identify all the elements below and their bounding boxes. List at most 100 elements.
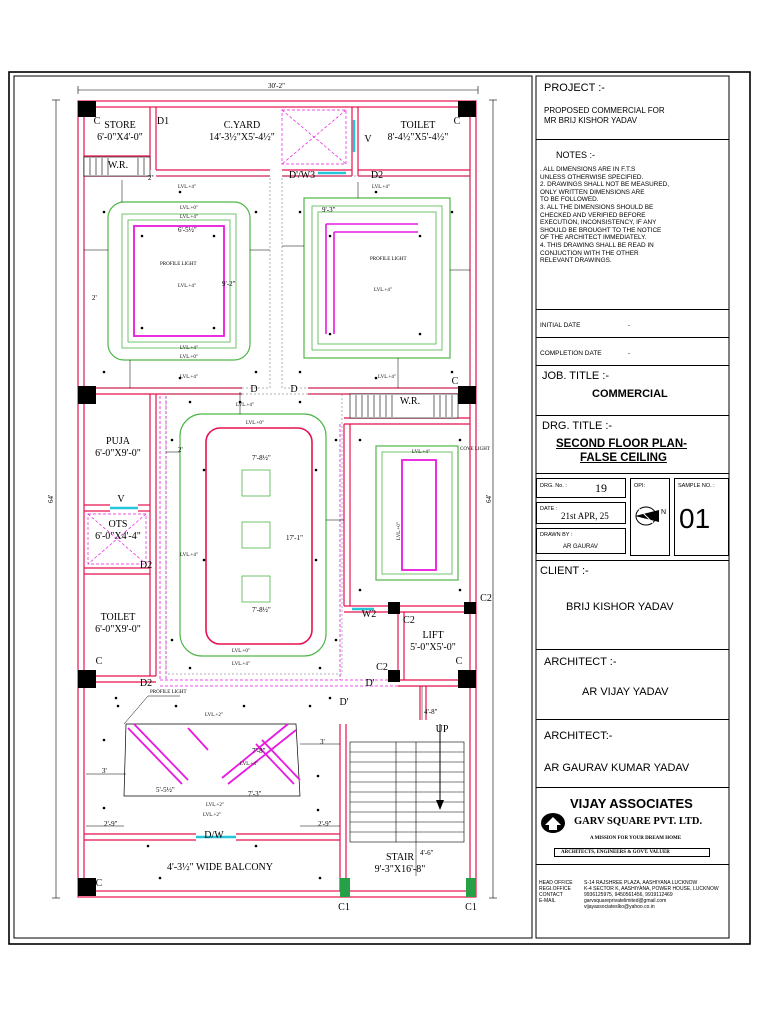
level-note: LVL.+0" [180,206,198,211]
contact-label: CONTACT [539,892,563,898]
room-name: TOILET [101,612,136,623]
level-note: LVL.+4" [372,185,390,190]
architect1-label: ARCHITECT :- [544,656,617,668]
opening-tag: D2 [140,678,152,689]
sample-no-value: 01 [679,503,711,534]
note-line: RELEVANT DRAWINGS. [540,257,612,265]
level-note: LVL.+2" [203,813,221,818]
light-fixture-dot [418,234,422,238]
architect2-section: ARCHITECT:- AR GAURAV KUMAR YADAV [536,720,729,788]
project-line2: MR BRIJ KISHOR YADAV [544,116,637,125]
opening-tag: C2 [376,662,388,673]
level-note: LVL.+0" [180,355,198,360]
ceiling-panel-center [179,413,327,657]
project-label: PROJECT :- [544,82,605,94]
dimension-text: 2' [92,294,97,302]
dimension-text: 7'-8½" [252,454,271,462]
firm-logo-icon [541,813,565,833]
level-note: PROFILE LIGHT [160,262,197,267]
date-value: 21st APR, 25 [561,511,609,521]
light-fixture-dot [328,332,332,336]
light-fixture-dot [254,844,258,848]
dimension-text: 7'-8½" [252,606,271,614]
dimension-text: 7'-3" [248,790,262,798]
firm-tagline: A MISSION FOR YOUR DREAM HOME [590,836,682,841]
light-fixture-dot [314,468,318,472]
level-note: LVL.+2" [206,803,224,808]
architect2-name: AR GAURAV KUMAR YADAV [544,762,690,774]
opening-tag: W.R. [400,396,420,407]
drawing-title-label: DRG. TITLE :- [542,420,613,432]
level-note: LVL.+4" [374,288,392,293]
drg-no-value: 19 [595,481,607,495]
drawing-title-line2: FALSE CEILING [580,452,667,464]
light-fixture-dot [170,638,174,642]
level-note: LVL.+4" [180,553,198,558]
note-line: TO BE FOLLOWED. [540,196,599,204]
project-line1: PROPOSED COMMERCIAL FOR [544,106,665,115]
opening-tag: D2 [140,560,152,571]
opening-tag: D1 [157,116,169,127]
opening-tag: D' [365,678,374,689]
room-name: 4'-3½" WIDE BALCONY [167,862,273,873]
staircase [349,724,465,843]
note-line: UNLESS OTHERWISE SPECIFIED. [540,173,644,181]
opening-tag: D' [339,697,348,708]
ceiling-boundaries [159,396,400,687]
drawn-by-value: AR GAURAV [563,544,598,550]
dimension-text: 17'-1" [286,534,303,542]
light-fixture-dot [158,876,162,880]
opening-tag: C [456,656,463,667]
initial-date-value: - [628,322,631,329]
firm-contact-divider [536,864,729,865]
regi-office-label: REGI.OFFICE [539,886,571,892]
light-fixture-dot [102,370,106,374]
level-note: LVL.+4" [412,450,430,455]
light-fixture-dot [318,876,322,880]
note-line: ONLY WRITTEN DIMENSIONS ARE [540,188,645,196]
opening-tag: D'/W3 [289,170,315,181]
opening-tag: C1 [465,902,477,913]
drawn-by-box: DRAWN BY : AR GAURAV [536,528,626,554]
light-fixture-dot [458,438,462,442]
light-fixture-dot [334,438,338,442]
room-size: 6'-0"X9'-0" [95,624,141,635]
note-line: 3. ALL THE DIMENSIONS SHOULD BE [540,203,654,211]
sample-no-box: SAMPLE NO. : 01 [674,478,729,556]
level-note: LVL.+4" [180,346,198,351]
date-label: DATE : [540,506,558,512]
drawing-info-grid: DRG. No. : 19 OPI: N SAMPLE NO. : 01 DAT… [536,474,729,560]
project-section: PROJECT :- PROPOSED COMMERCIAL FOR MR BR… [536,76,729,140]
windows [110,120,374,839]
firm-name: VIJAY ASSOCIATES [570,796,693,811]
light-fixture-dot [316,774,320,778]
client-name: BRIJ KISHOR YADAV [566,601,674,613]
light-fixture-dot [202,558,206,562]
drg-no-label: DRG. No. : [540,483,567,489]
dimension-text: 2' [148,174,153,182]
light-fixture-dot [316,808,320,812]
light-fixture-dot [202,468,206,472]
notes-list: . ALL DIMENSIONS ARE IN F.T.S UNLESS OTH… [540,166,728,265]
contact-value: 9936125975, 9450561456, 9919112469 [584,892,673,898]
client-label: CLIENT :- [540,565,589,577]
level-note: LVL.+4" [236,403,254,408]
email-value-2: vijayassociateslko@yahoo.co.in [584,904,655,910]
notes-section: NOTES :- . ALL DIMENSIONS ARE IN F.T.S U… [536,140,729,310]
light-fixture-dot [374,190,378,194]
job-title: COMMERCIAL [592,388,668,400]
level-note: COVE LIGHT [460,447,490,452]
email-label: E-MAIL [539,898,556,904]
firm-section: VIJAY ASSOCIATES GARV SQUARE PVT. LTD. A… [536,788,729,938]
columns [78,101,476,896]
light-fixture-dot [242,704,246,708]
light-fixture-dot [418,332,422,336]
title-block: PROJECT :- PROPOSED COMMERCIAL FOR MR BR… [536,72,729,942]
opening-tag: V [364,134,372,145]
dimension-text: 4'-6" [420,849,434,857]
level-note: LVL.+4" [232,662,250,667]
light-fixture-dot [146,844,150,848]
light-fixture-dot [188,400,192,404]
drawing-border [13,75,533,939]
